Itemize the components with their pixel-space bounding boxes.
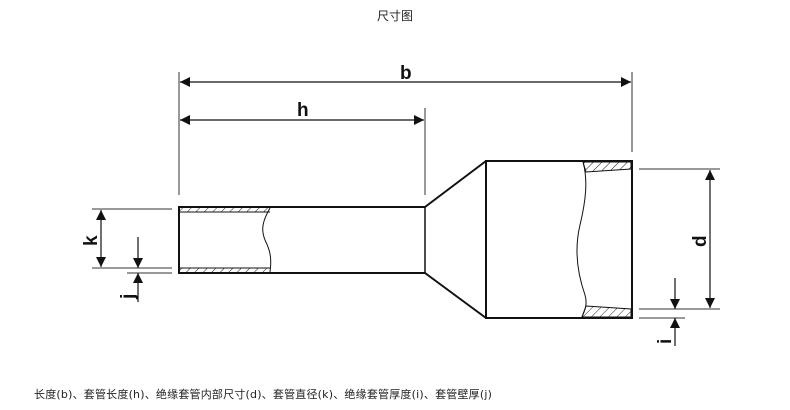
tube-wall-top-section (180, 208, 270, 212)
sleeve-collar (485, 160, 633, 319)
sleeve-cone (424, 160, 487, 319)
dimension-b: b (180, 63, 631, 87)
label-h: h (297, 100, 309, 121)
dimension-k: k (81, 210, 106, 267)
diagram-title: 尺寸图 (376, 9, 413, 23)
dimension-h: h (180, 100, 424, 125)
label-d: d (690, 235, 711, 247)
dimension-d: d (690, 170, 715, 308)
sleeve-wall-top-section (582, 161, 632, 173)
tube-break-line (262, 207, 272, 273)
metal-tube (178, 206, 425, 274)
label-b: b (400, 63, 412, 84)
tube-wall-bottom-section (180, 268, 270, 272)
label-j: j (118, 294, 139, 300)
extension-lines (92, 72, 720, 319)
sleeve-wall-bottom-section (581, 305, 632, 318)
label-i: i (655, 339, 676, 344)
dimension-j: j (118, 237, 143, 302)
label-k: k (81, 235, 102, 246)
dimension-legend-caption: 长度(b)、套管长度(h)、绝缘套管内部尺寸(d)、套管直径(k)、绝缘套管厚度… (34, 388, 493, 401)
insulating-sleeve (424, 160, 633, 319)
dimension-i: i (655, 278, 680, 346)
sleeve-break-line (576, 161, 587, 318)
tube-outline (178, 206, 425, 274)
